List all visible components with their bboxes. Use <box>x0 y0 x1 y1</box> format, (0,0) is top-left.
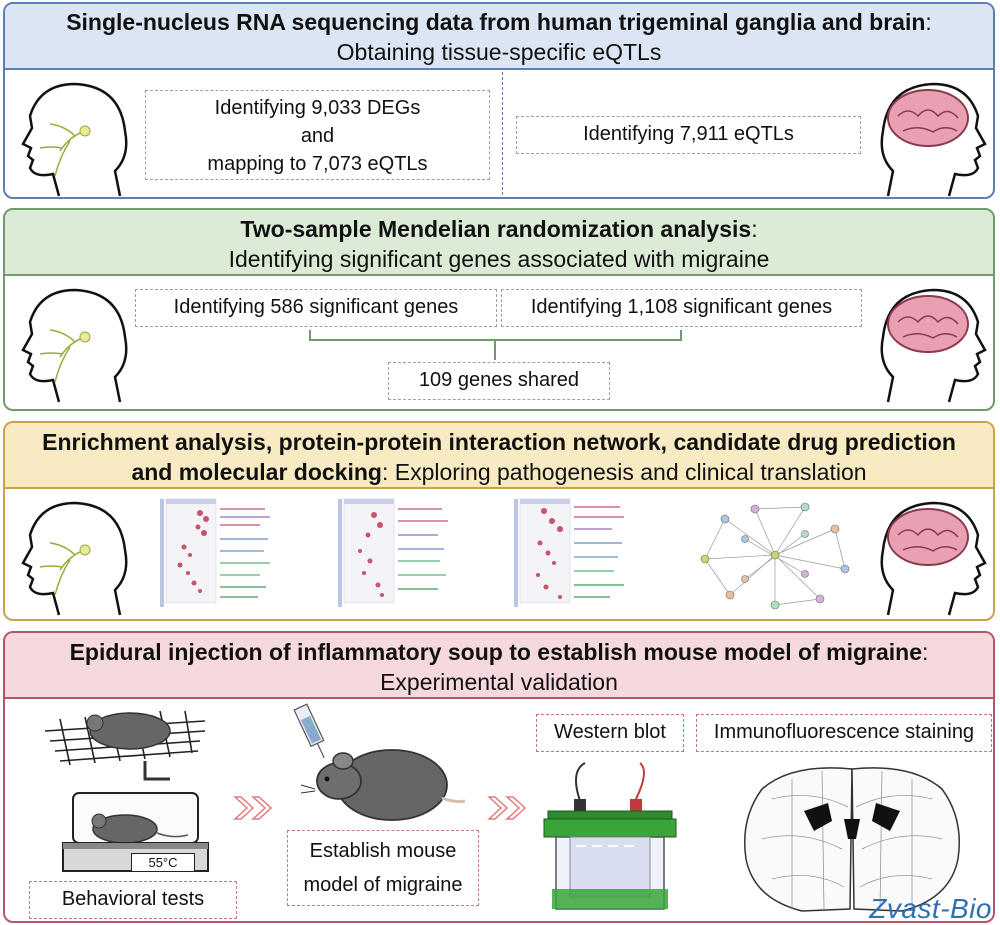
behavioral-tests-box: Behavioral tests <box>29 881 237 919</box>
establish-model-box: Establish mouse model of migraine <box>287 830 479 906</box>
eqtl-box: Identifying 7,911 eQTLs <box>516 116 861 154</box>
panel3-header: Enrichment analysis, protein-protein int… <box>5 423 993 489</box>
immunofluorescence-box: Immunofluorescence staining <box>696 714 992 752</box>
panel2-title: Two-sample Mendelian randomization analy… <box>240 216 752 242</box>
head-brain-icon <box>880 288 987 403</box>
panel-snrna-seq: Single-nucleus RNA sequencing data from … <box>3 2 995 199</box>
enrichment-plot-icon <box>160 498 270 607</box>
panel4-subtitle: Experimental validation <box>380 669 618 695</box>
panel2-header: Two-sample Mendelian randomization analy… <box>5 210 993 276</box>
head-nerve-icon <box>21 288 128 403</box>
enrichment-plot-icon <box>514 498 624 607</box>
temperature-display: 55°C <box>131 853 195 872</box>
mr-right-box: Identifying 1,108 significant genes <box>501 289 862 327</box>
watermark-logo: Zvast-Bio <box>869 893 992 924</box>
ppi-network-icon <box>700 502 850 610</box>
panel2-subtitle: Identifying significant genes associated… <box>228 246 770 272</box>
chevron-right-icon <box>487 796 527 820</box>
shared-bracket <box>309 330 682 360</box>
shared-genes-box: 109 genes shared <box>388 362 610 400</box>
mr-left-box: Identifying 586 significant genes <box>135 289 497 327</box>
panel3-title: Enrichment analysis, protein-protein int… <box>42 429 956 455</box>
injection-mouse-icon <box>293 703 466 821</box>
deg-box: Identifying 9,033 DEGs and mapping to 7,… <box>145 90 490 180</box>
panel4-title: Epidural injection of inflammatory soup … <box>69 639 922 665</box>
panel-mendelian: Two-sample Mendelian randomization analy… <box>3 208 995 411</box>
brain-section-icon <box>743 767 961 912</box>
western-blot-apparatus-icon <box>543 762 677 910</box>
panel4-header: Epidural injection of inflammatory soup … <box>5 633 993 699</box>
mouse-grid-icon <box>44 710 206 781</box>
head-nerve-icon <box>21 501 128 616</box>
head-nerve-icon <box>21 82 128 197</box>
panel1-title: Single-nucleus RNA sequencing data from … <box>66 9 926 35</box>
chevron-right-icon <box>233 796 273 820</box>
enrichment-plot-icon <box>338 498 448 607</box>
panel-mouse-model: Epidural injection of inflammatory soup … <box>3 631 995 923</box>
panel-enrichment: Enrichment analysis, protein-protein int… <box>3 421 995 621</box>
head-brain-icon <box>880 82 987 197</box>
panel1-header: Single-nucleus RNA sequencing data from … <box>5 4 993 70</box>
western-blot-box: Western blot <box>536 714 684 752</box>
head-brain-icon <box>880 501 987 616</box>
panel1-subtitle: Obtaining tissue-specific eQTLs <box>336 39 662 65</box>
panel1-divider <box>502 72 503 197</box>
